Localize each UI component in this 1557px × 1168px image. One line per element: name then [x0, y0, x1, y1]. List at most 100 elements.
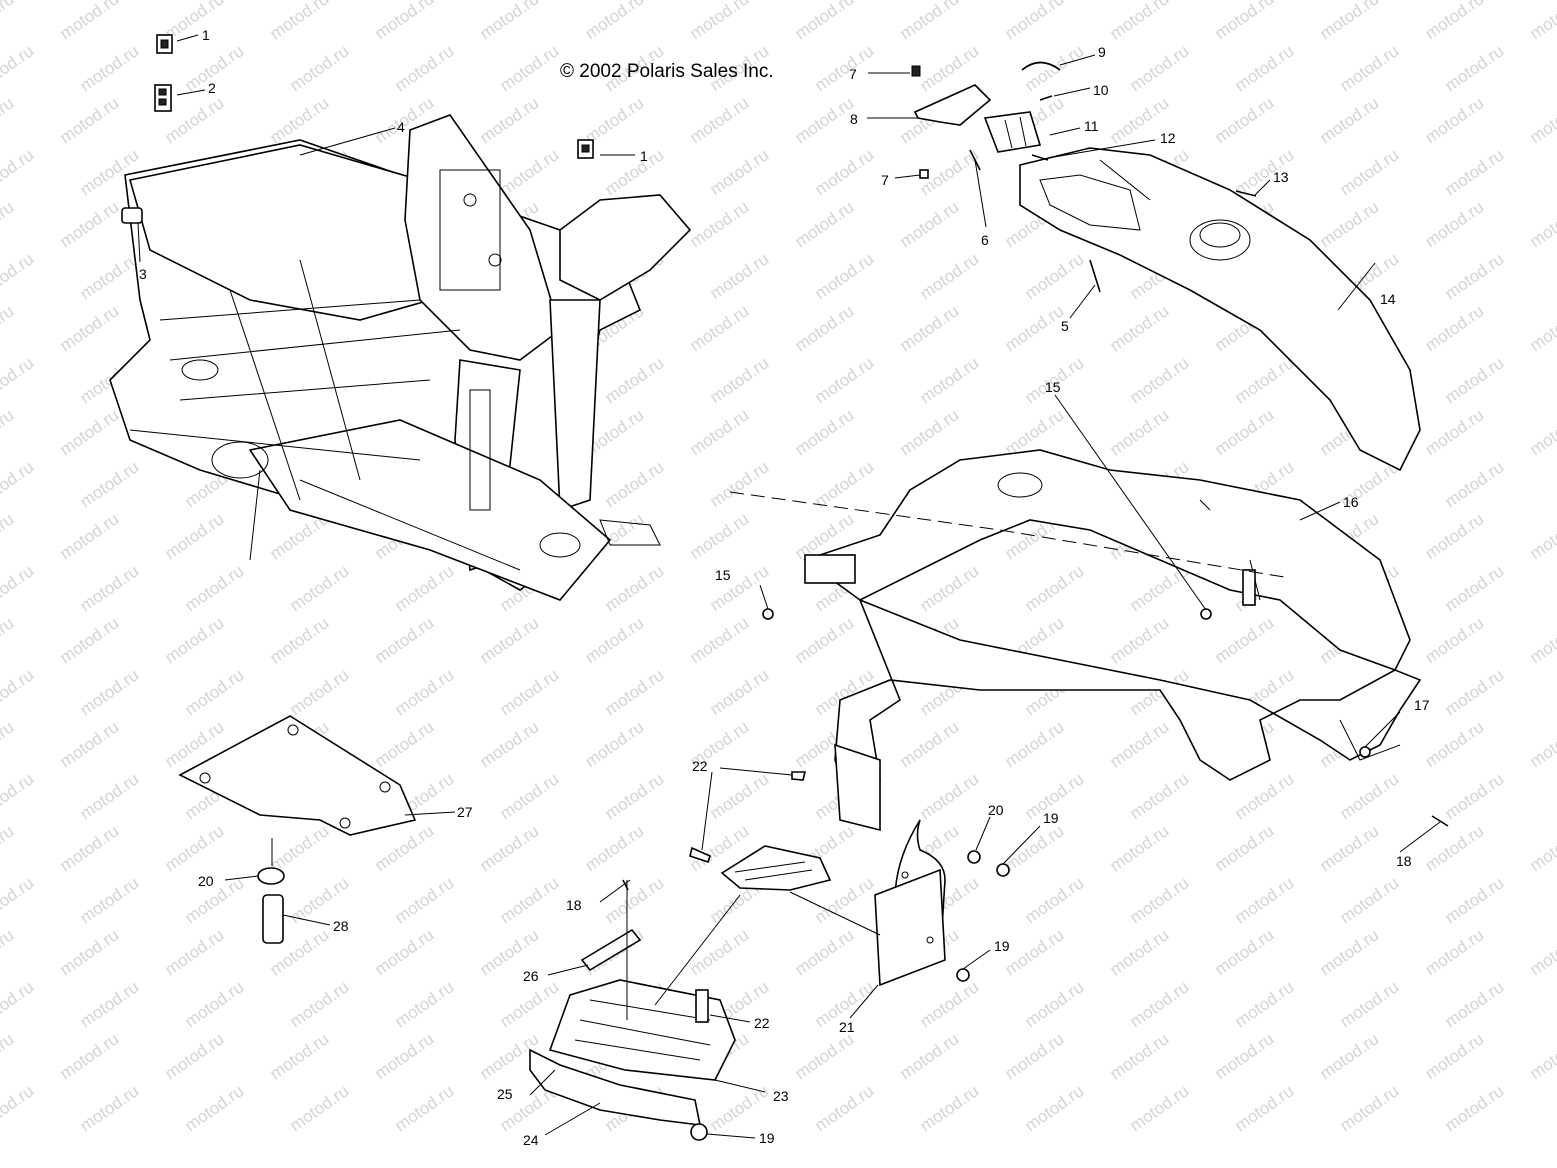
watermark-text: motod.ru [391, 977, 457, 1031]
watermark-text: motod.ru [371, 613, 437, 667]
watermark-text: motod.ru [266, 1029, 332, 1083]
watermark-text: motod.ru [581, 717, 647, 771]
centerline-dash [729, 491, 1291, 579]
washer-20-skid [257, 867, 285, 885]
copyright-text: © 2002 Polaris Sales Inc. [560, 61, 774, 82]
watermark-text: motod.ru [791, 93, 857, 147]
watermark-text: motod.ru [391, 1081, 457, 1135]
bulb-12 [1031, 154, 1049, 161]
callout-1-top: 1 [202, 27, 210, 43]
leader-lines [137, 34, 1441, 1139]
watermark-text: motod.ru [1021, 1081, 1087, 1135]
watermark-text: motod.ru [686, 0, 752, 43]
watermark-text: motod.ru [916, 353, 982, 407]
watermark-text: motod.ru [1316, 93, 1382, 147]
watermark-text: motod.ru [1001, 1029, 1067, 1083]
watermark-text: motod.ru [1021, 561, 1087, 615]
callout-20-skid: 20 [198, 873, 214, 889]
bolt-22-lower [689, 846, 711, 864]
watermark-text: motod.ru [161, 613, 227, 667]
watermark-text: motod.ru [1211, 0, 1277, 43]
watermark-text: motod.ru [1316, 925, 1382, 979]
watermark-text: motod.ru [0, 561, 37, 615]
watermark-text: motod.ru [601, 457, 667, 511]
watermark-text: motod.ru [1421, 509, 1487, 563]
watermark-text: motod.ru [706, 769, 772, 823]
watermark-text: motod.ru [1421, 405, 1487, 459]
watermark-text: motod.ru [1106, 717, 1172, 771]
watermark-text: motod.ru [811, 353, 877, 407]
callout-8: 8 [850, 111, 858, 127]
watermark-text: motod.ru [76, 873, 142, 927]
watermark-text: motod.ru [266, 821, 332, 875]
watermark-text: motod.ru [1421, 613, 1487, 667]
watermark-text: motod.ru [1231, 873, 1297, 927]
callout-25: 25 [497, 1086, 513, 1102]
watermark-text: motod.ru [0, 769, 37, 823]
watermark-text: motod.ru [496, 769, 562, 823]
watermark-text: motod.ru [1421, 1029, 1487, 1083]
callout-13: 13 [1273, 169, 1289, 185]
callout-12: 12 [1160, 130, 1176, 146]
watermark-text: motod.ru [56, 1029, 122, 1083]
watermark-text: motod.ru [896, 301, 962, 355]
watermark-text: motod.ru [496, 873, 562, 927]
bolt-22-upper [791, 771, 807, 781]
watermark-text: motod.ru [1526, 717, 1557, 771]
callout-14: 14 [1380, 291, 1396, 307]
watermark-text: motod.ru [1001, 0, 1067, 43]
wire-9 [1021, 61, 1061, 71]
callout-17: 17 [1414, 697, 1430, 713]
callout-3: 3 [139, 266, 147, 282]
watermark-text: motod.ru [581, 821, 647, 875]
watermark-text: motod.ru [1441, 353, 1507, 407]
watermark-text: motod.ru [161, 509, 227, 563]
watermark-text: motod.ru [1211, 821, 1277, 875]
watermark-text: motod.ru [391, 561, 457, 615]
watermark-text: motod.ru [1126, 977, 1192, 1031]
callout-18-lower: 18 [566, 897, 582, 913]
watermark-text: motod.ru [1526, 613, 1557, 667]
watermark-text: motod.ru [1336, 145, 1402, 199]
watermark-text: motod.ru [476, 93, 542, 147]
watermark-text: motod.ru [686, 197, 752, 251]
watermark-text: motod.ru [76, 977, 142, 1031]
watermark-text: motod.ru [791, 613, 857, 667]
watermark-text: motod.ru [1336, 769, 1402, 823]
watermark-text: motod.ru [581, 93, 647, 147]
watermark-text: motod.ru [1231, 977, 1297, 1031]
callout-22-footrest: 22 [754, 1015, 770, 1031]
watermark-text: motod.ru [686, 93, 752, 147]
nut-19-lower [956, 968, 970, 982]
watermark-text: motod.ru [0, 353, 37, 407]
watermark-text: motod.ru [1526, 925, 1557, 979]
mud-flap-21 [874, 819, 946, 987]
watermark-text: motod.ru [811, 41, 877, 95]
watermark-text: motod.ru [686, 509, 752, 563]
watermark-text: motod.ru [0, 665, 37, 719]
callout-28: 28 [333, 918, 349, 934]
watermark-text: motod.ru [1441, 249, 1507, 303]
watermark-text: motod.ru [0, 0, 17, 43]
nut-7-top [911, 65, 921, 77]
watermark-text: motod.ru [0, 197, 17, 251]
watermark-text: motod.ru [791, 301, 857, 355]
watermark-text: motod.ru [0, 1029, 17, 1083]
footrest-23 [548, 979, 736, 1081]
watermark-text: motod.ru [1231, 1081, 1297, 1135]
watermark-text: motod.ru [0, 93, 17, 147]
callout-19-footrest: 19 [759, 1130, 775, 1146]
watermark-text: motod.ru [1336, 977, 1402, 1031]
watermark-text: motod.ru [1001, 821, 1067, 875]
watermark-text: motod.ru [286, 1081, 352, 1135]
watermark-text: motod.ru [1106, 1029, 1172, 1083]
washer-17 [1359, 746, 1371, 758]
watermark-text: motod.ru [1106, 301, 1172, 355]
watermark-text: motod.ru [1316, 821, 1382, 875]
bolt-15-right [1200, 608, 1212, 620]
watermark-text: motod.ru [1441, 665, 1507, 719]
watermark-text: motod.ru [391, 665, 457, 719]
watermark-text: motod.ru [1336, 873, 1402, 927]
watermark-text: motod.ru [286, 665, 352, 719]
watermark-text: motod.ru [1211, 1029, 1277, 1083]
